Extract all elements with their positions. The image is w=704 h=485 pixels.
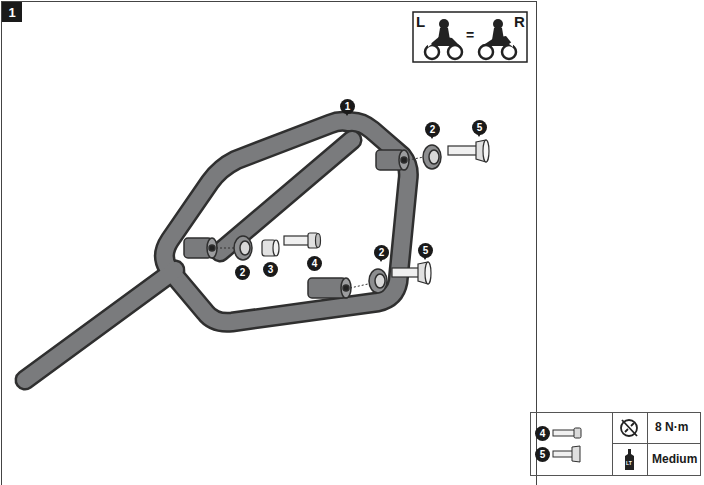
icon-symbol: = xyxy=(466,28,474,42)
callout-number: 2 xyxy=(235,265,250,280)
callout-number: 2 xyxy=(374,245,389,260)
panel-frame xyxy=(2,2,537,485)
callout-number: 2 xyxy=(425,122,440,137)
rider-icons xyxy=(425,19,516,59)
spacer xyxy=(262,240,279,256)
table-bolts xyxy=(553,428,581,462)
callout-number: 4 xyxy=(535,426,550,441)
torque-icon xyxy=(621,420,637,436)
icon-box xyxy=(413,12,527,62)
threadlock-icon xyxy=(625,449,634,470)
callout-number: 4 xyxy=(307,256,322,271)
spec-table xyxy=(531,413,701,476)
assembly-lines xyxy=(216,157,424,288)
rack-frame xyxy=(25,121,408,380)
callout-number: 5 xyxy=(418,243,433,258)
bolt-4 xyxy=(284,233,321,248)
callout-number: 1 xyxy=(340,99,355,114)
callout-number: 5 xyxy=(535,447,550,462)
step-number: 1 xyxy=(2,2,22,22)
icon-letter: L xyxy=(416,14,425,29)
bolt-5 xyxy=(392,140,489,284)
mount-sleeves xyxy=(184,150,409,298)
icon-text: LT xyxy=(626,461,632,466)
torque-value: 8 N·m xyxy=(655,421,688,433)
icon-letter: R xyxy=(514,14,525,29)
callout-number: 5 xyxy=(472,120,487,135)
washers xyxy=(234,145,441,293)
threadlock-strength: Medium xyxy=(652,453,697,465)
callout-number: 3 xyxy=(263,262,278,277)
